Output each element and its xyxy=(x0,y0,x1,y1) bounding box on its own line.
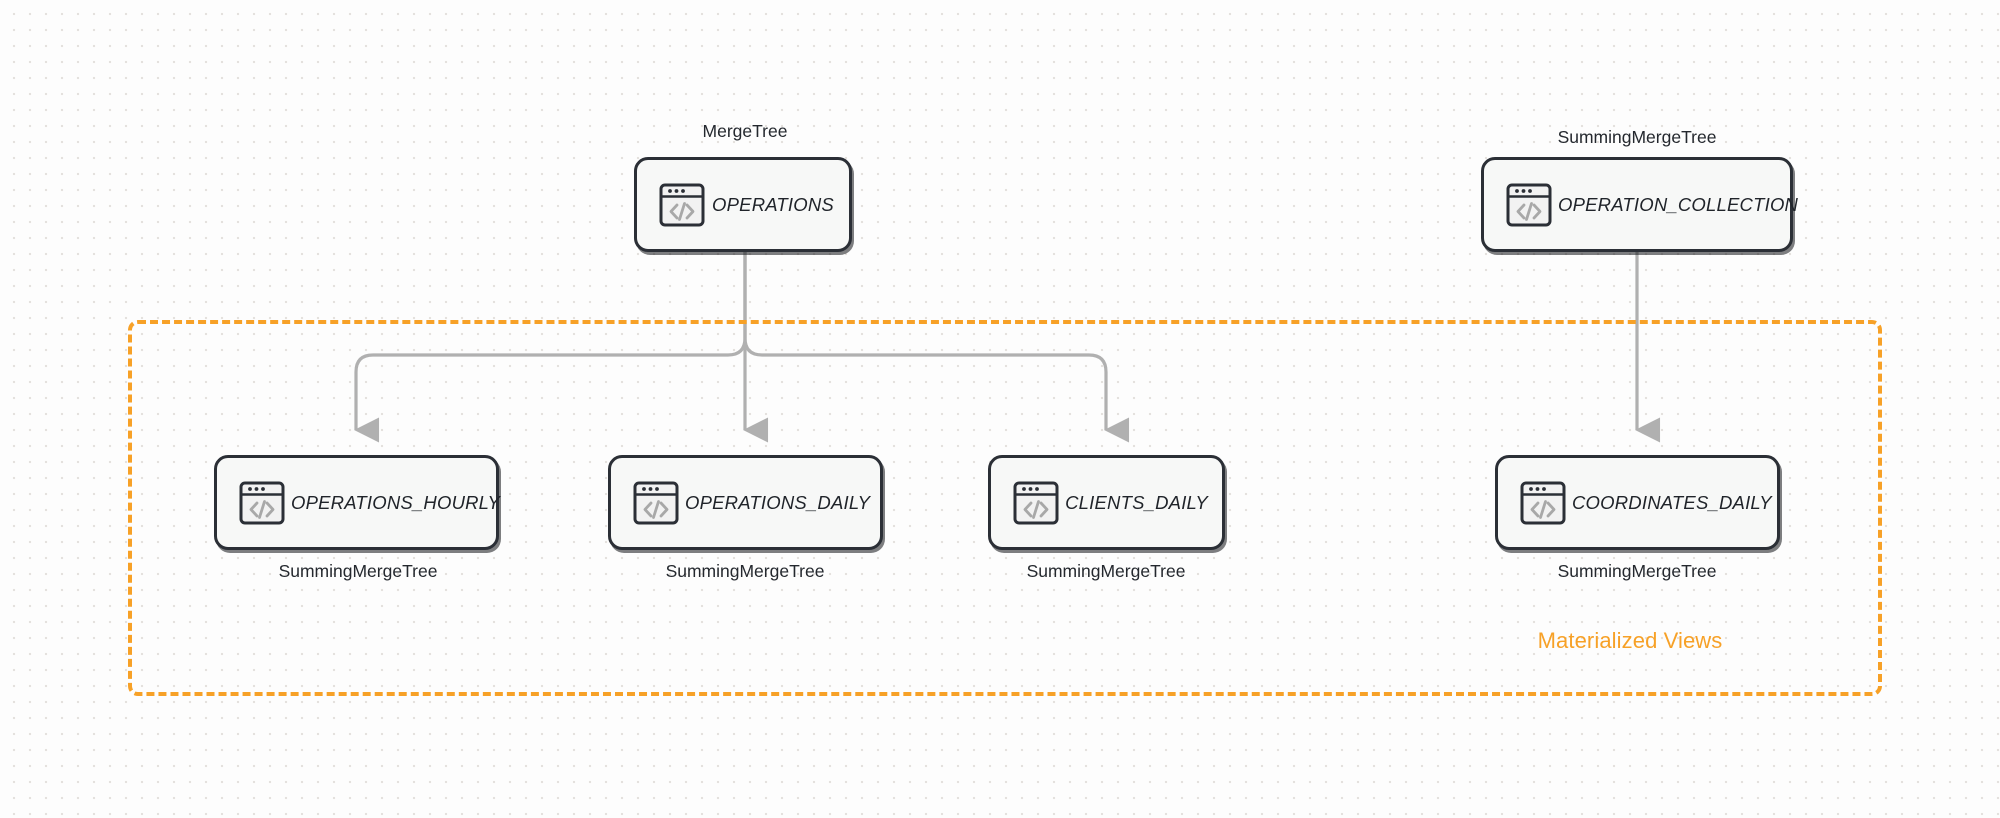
materialized-views-group xyxy=(128,320,1882,696)
node-operations-hourly[interactable]: OPERATIONS_HOURLY xyxy=(214,455,500,550)
node-operations-daily[interactable]: OPERATIONS_DAILY xyxy=(608,455,883,550)
node-coordinates-daily-label: COORDINATES_DAILY xyxy=(1572,491,1772,513)
code-window-icon xyxy=(1506,183,1552,226)
materialized-views-group-label: Materialized Views xyxy=(1537,628,1723,653)
node-operations[interactable]: OPERATIONS xyxy=(634,157,852,252)
node-operations-label: OPERATIONS xyxy=(712,193,834,215)
code-window-icon xyxy=(1520,481,1566,524)
node-operation-collection-label: OPERATION_COLLECTION xyxy=(1558,193,1799,215)
caption-coordinates-daily: SummingMergeTree xyxy=(1557,561,1717,581)
node-clients-daily[interactable]: CLIENTS_DAILY xyxy=(988,455,1225,550)
caption-operations-hourly: SummingMergeTree xyxy=(278,561,438,581)
caption-operations-daily: SummingMergeTree xyxy=(665,561,825,581)
code-window-icon xyxy=(659,183,705,226)
node-operation-collection[interactable]: OPERATION_COLLECTION xyxy=(1481,157,1798,252)
code-window-icon xyxy=(239,481,285,524)
node-clients-daily-label: CLIENTS_DAILY xyxy=(1065,491,1208,513)
node-operations-hourly-label: OPERATIONS_HOURLY xyxy=(291,491,501,513)
caption-clients-daily: SummingMergeTree xyxy=(1026,561,1186,581)
node-operations-daily-label: OPERATIONS_DAILY xyxy=(685,491,871,513)
caption-operations: MergeTree xyxy=(702,121,788,141)
node-coordinates-daily[interactable]: COORDINATES_DAILY xyxy=(1495,455,1780,550)
caption-operation-collection: SummingMergeTree xyxy=(1557,127,1717,147)
code-window-icon xyxy=(1013,481,1059,524)
code-window-icon xyxy=(633,481,679,524)
